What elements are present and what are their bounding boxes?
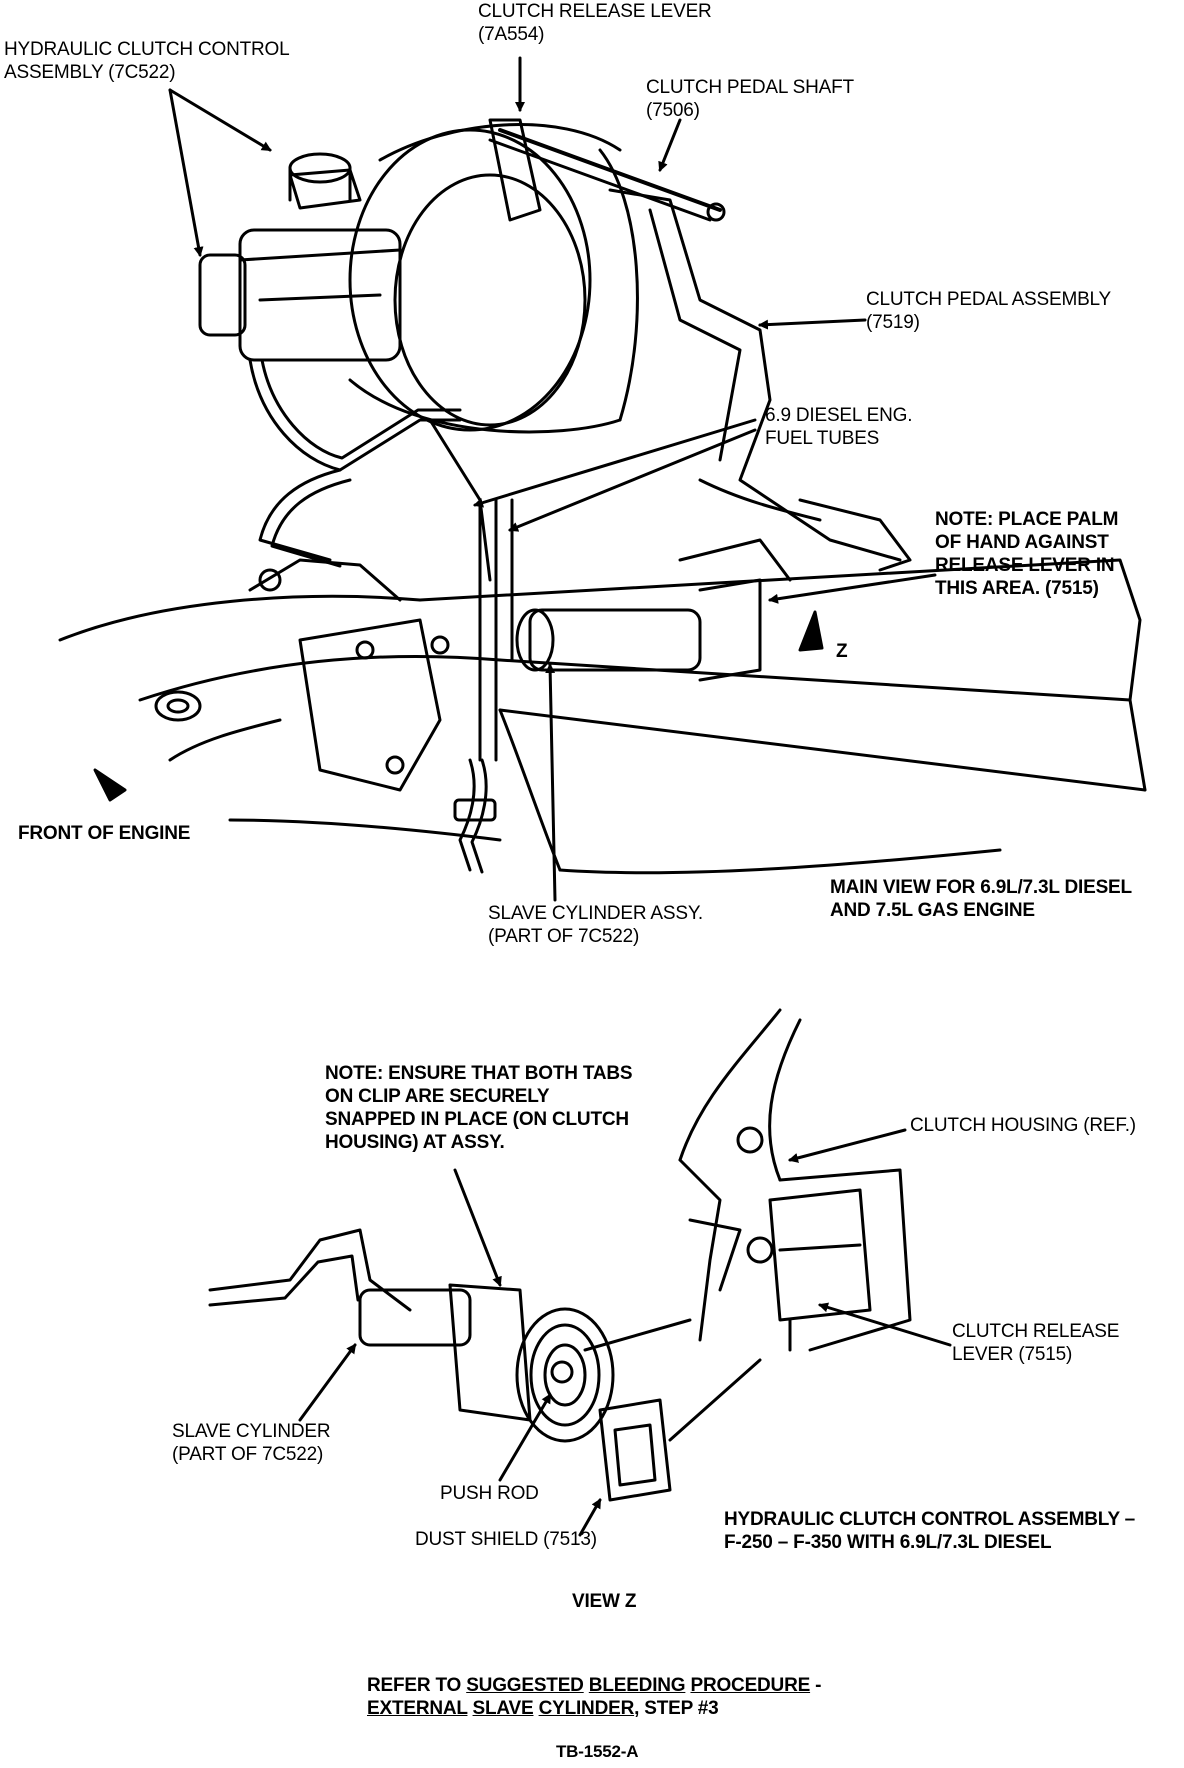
label-line: CLUTCH PEDAL ASSEMBLY	[866, 289, 1111, 310]
label-view-z-marker: Z	[836, 640, 848, 663]
label-line: CLUTCH HOUSING (REF.)	[910, 1115, 1136, 1136]
label-push-rod: PUSH ROD	[440, 1482, 539, 1505]
label-assembly-caption: HYDRAULIC CLUTCH CONTROL ASSEMBLY – F-25…	[724, 1508, 1135, 1554]
label-main-view-caption: MAIN VIEW FOR 6.9L/7.3L DIESEL AND 7.5L …	[830, 876, 1132, 922]
label-line: CLUTCH RELEASE	[952, 1321, 1120, 1342]
refer-text: REFER TO	[367, 1675, 467, 1696]
label-dust-shield: DUST SHIELD (7513)	[415, 1528, 597, 1551]
label-line: FUEL TUBES	[765, 428, 880, 449]
footer-refer-note: REFER TO SUGGESTED BLEEDING PROCEDURE - …	[367, 1674, 822, 1720]
main-view-illustration	[58, 56, 1147, 902]
label-view-z-title: VIEW Z	[572, 1590, 636, 1613]
label-line: VIEW Z	[572, 1591, 637, 1612]
label-line: NOTE: PLACE PALM	[935, 509, 1119, 530]
label-line: MAIN VIEW FOR 6.9L/7.3L DIESEL	[830, 877, 1132, 898]
label-clutch-pedal-shaft: CLUTCH PEDAL SHAFT (7506)	[646, 76, 854, 122]
label-line: ON CLIP ARE SECURELY	[325, 1086, 550, 1107]
label-line: SNAPPED IN PLACE (ON CLUTCH	[325, 1109, 629, 1130]
label-line: (7506)	[646, 100, 700, 121]
label-line: F-250 – F-350 WITH 6.9L/7.3L DIESEL	[724, 1532, 1052, 1553]
refer-line-1: REFER TO SUGGESTED BLEEDING PROCEDURE -	[367, 1674, 822, 1697]
refer-text: CYLINDER	[538, 1698, 635, 1719]
label-diesel-fuel-tubes: 6.9 DIESEL ENG. FUEL TUBES	[765, 404, 913, 450]
label-line: SLAVE CYLINDER ASSY.	[488, 903, 703, 924]
refer-text: EXTERNAL	[367, 1698, 468, 1719]
label-line: (PART OF 7C522)	[488, 926, 640, 947]
refer-text: SUGGESTED	[466, 1675, 584, 1696]
label-line: AND 7.5L GAS ENGINE	[830, 900, 1035, 921]
label-slave-cylinder-assy: SLAVE CYLINDER ASSY. (PART OF 7C522)	[488, 902, 703, 948]
label-line: CLUTCH RELEASE LEVER	[478, 1, 712, 22]
label-line: CLUTCH PEDAL SHAFT	[646, 77, 854, 98]
label-line: 6.9 DIESEL ENG.	[765, 405, 913, 426]
label-hydraulic-clutch-control: HYDRAULIC CLUTCH CONTROL ASSEMBLY (7C522…	[4, 38, 290, 84]
label-line: HYDRAULIC CLUTCH CONTROL ASSEMBLY –	[724, 1509, 1136, 1530]
label-front-of-engine: FRONT OF ENGINE	[18, 822, 190, 845]
refer-text: PROCEDURE	[690, 1675, 811, 1696]
refer-line-2: EXTERNAL SLAVE CYLINDER, STEP #3	[367, 1697, 821, 1720]
label-note-palm: NOTE: PLACE PALM OF HAND AGAINST RELEASE…	[935, 508, 1118, 600]
label-clutch-pedal-assembly: CLUTCH PEDAL ASSEMBLY (7519)	[866, 288, 1111, 334]
label-line: OF HAND AGAINST	[935, 532, 1109, 553]
label-line: (7A554)	[478, 24, 545, 45]
label-line: Z	[836, 641, 848, 662]
label-clutch-release-lever: CLUTCH RELEASE LEVER (7515)	[952, 1320, 1119, 1366]
label-note-tabs: NOTE: ENSURE THAT BOTH TABS ON CLIP ARE …	[325, 1062, 633, 1154]
label-line: NOTE: ENSURE THAT BOTH TABS	[325, 1063, 633, 1084]
label-line: HOUSING) AT ASSY.	[325, 1132, 505, 1153]
label-line: TB-1552-A	[556, 1742, 639, 1761]
label-line: (PART OF 7C522)	[172, 1444, 324, 1465]
label-line: ASSEMBLY (7C522)	[4, 62, 176, 83]
label-line: PUSH ROD	[440, 1483, 539, 1504]
refer-text: SLAVE	[472, 1698, 534, 1719]
label-line: RELEASE LEVER IN	[935, 555, 1115, 576]
label-line: (7519)	[866, 312, 920, 333]
label-clutch-release-lever-top: CLUTCH RELEASE LEVER (7A554)	[478, 0, 712, 46]
label-line: LEVER (7515)	[952, 1344, 1073, 1365]
label-line: FRONT OF ENGINE	[18, 823, 191, 844]
label-line: SLAVE CYLINDER	[172, 1421, 331, 1442]
refer-text: BLEEDING	[588, 1675, 686, 1696]
figure-id: TB-1552-A	[556, 1740, 638, 1763]
label-line: THIS AREA. (7515)	[935, 578, 1099, 599]
refer-text: , STEP #3	[634, 1698, 719, 1719]
label-line: DUST SHIELD (7513)	[415, 1529, 597, 1550]
label-clutch-housing: CLUTCH HOUSING (REF.)	[910, 1114, 1136, 1137]
refer-text: -	[810, 1675, 822, 1696]
label-slave-cylinder: SLAVE CYLINDER (PART OF 7C522)	[172, 1420, 331, 1466]
label-line: HYDRAULIC CLUTCH CONTROL	[4, 39, 290, 60]
view-z-illustration	[208, 1008, 952, 1537]
